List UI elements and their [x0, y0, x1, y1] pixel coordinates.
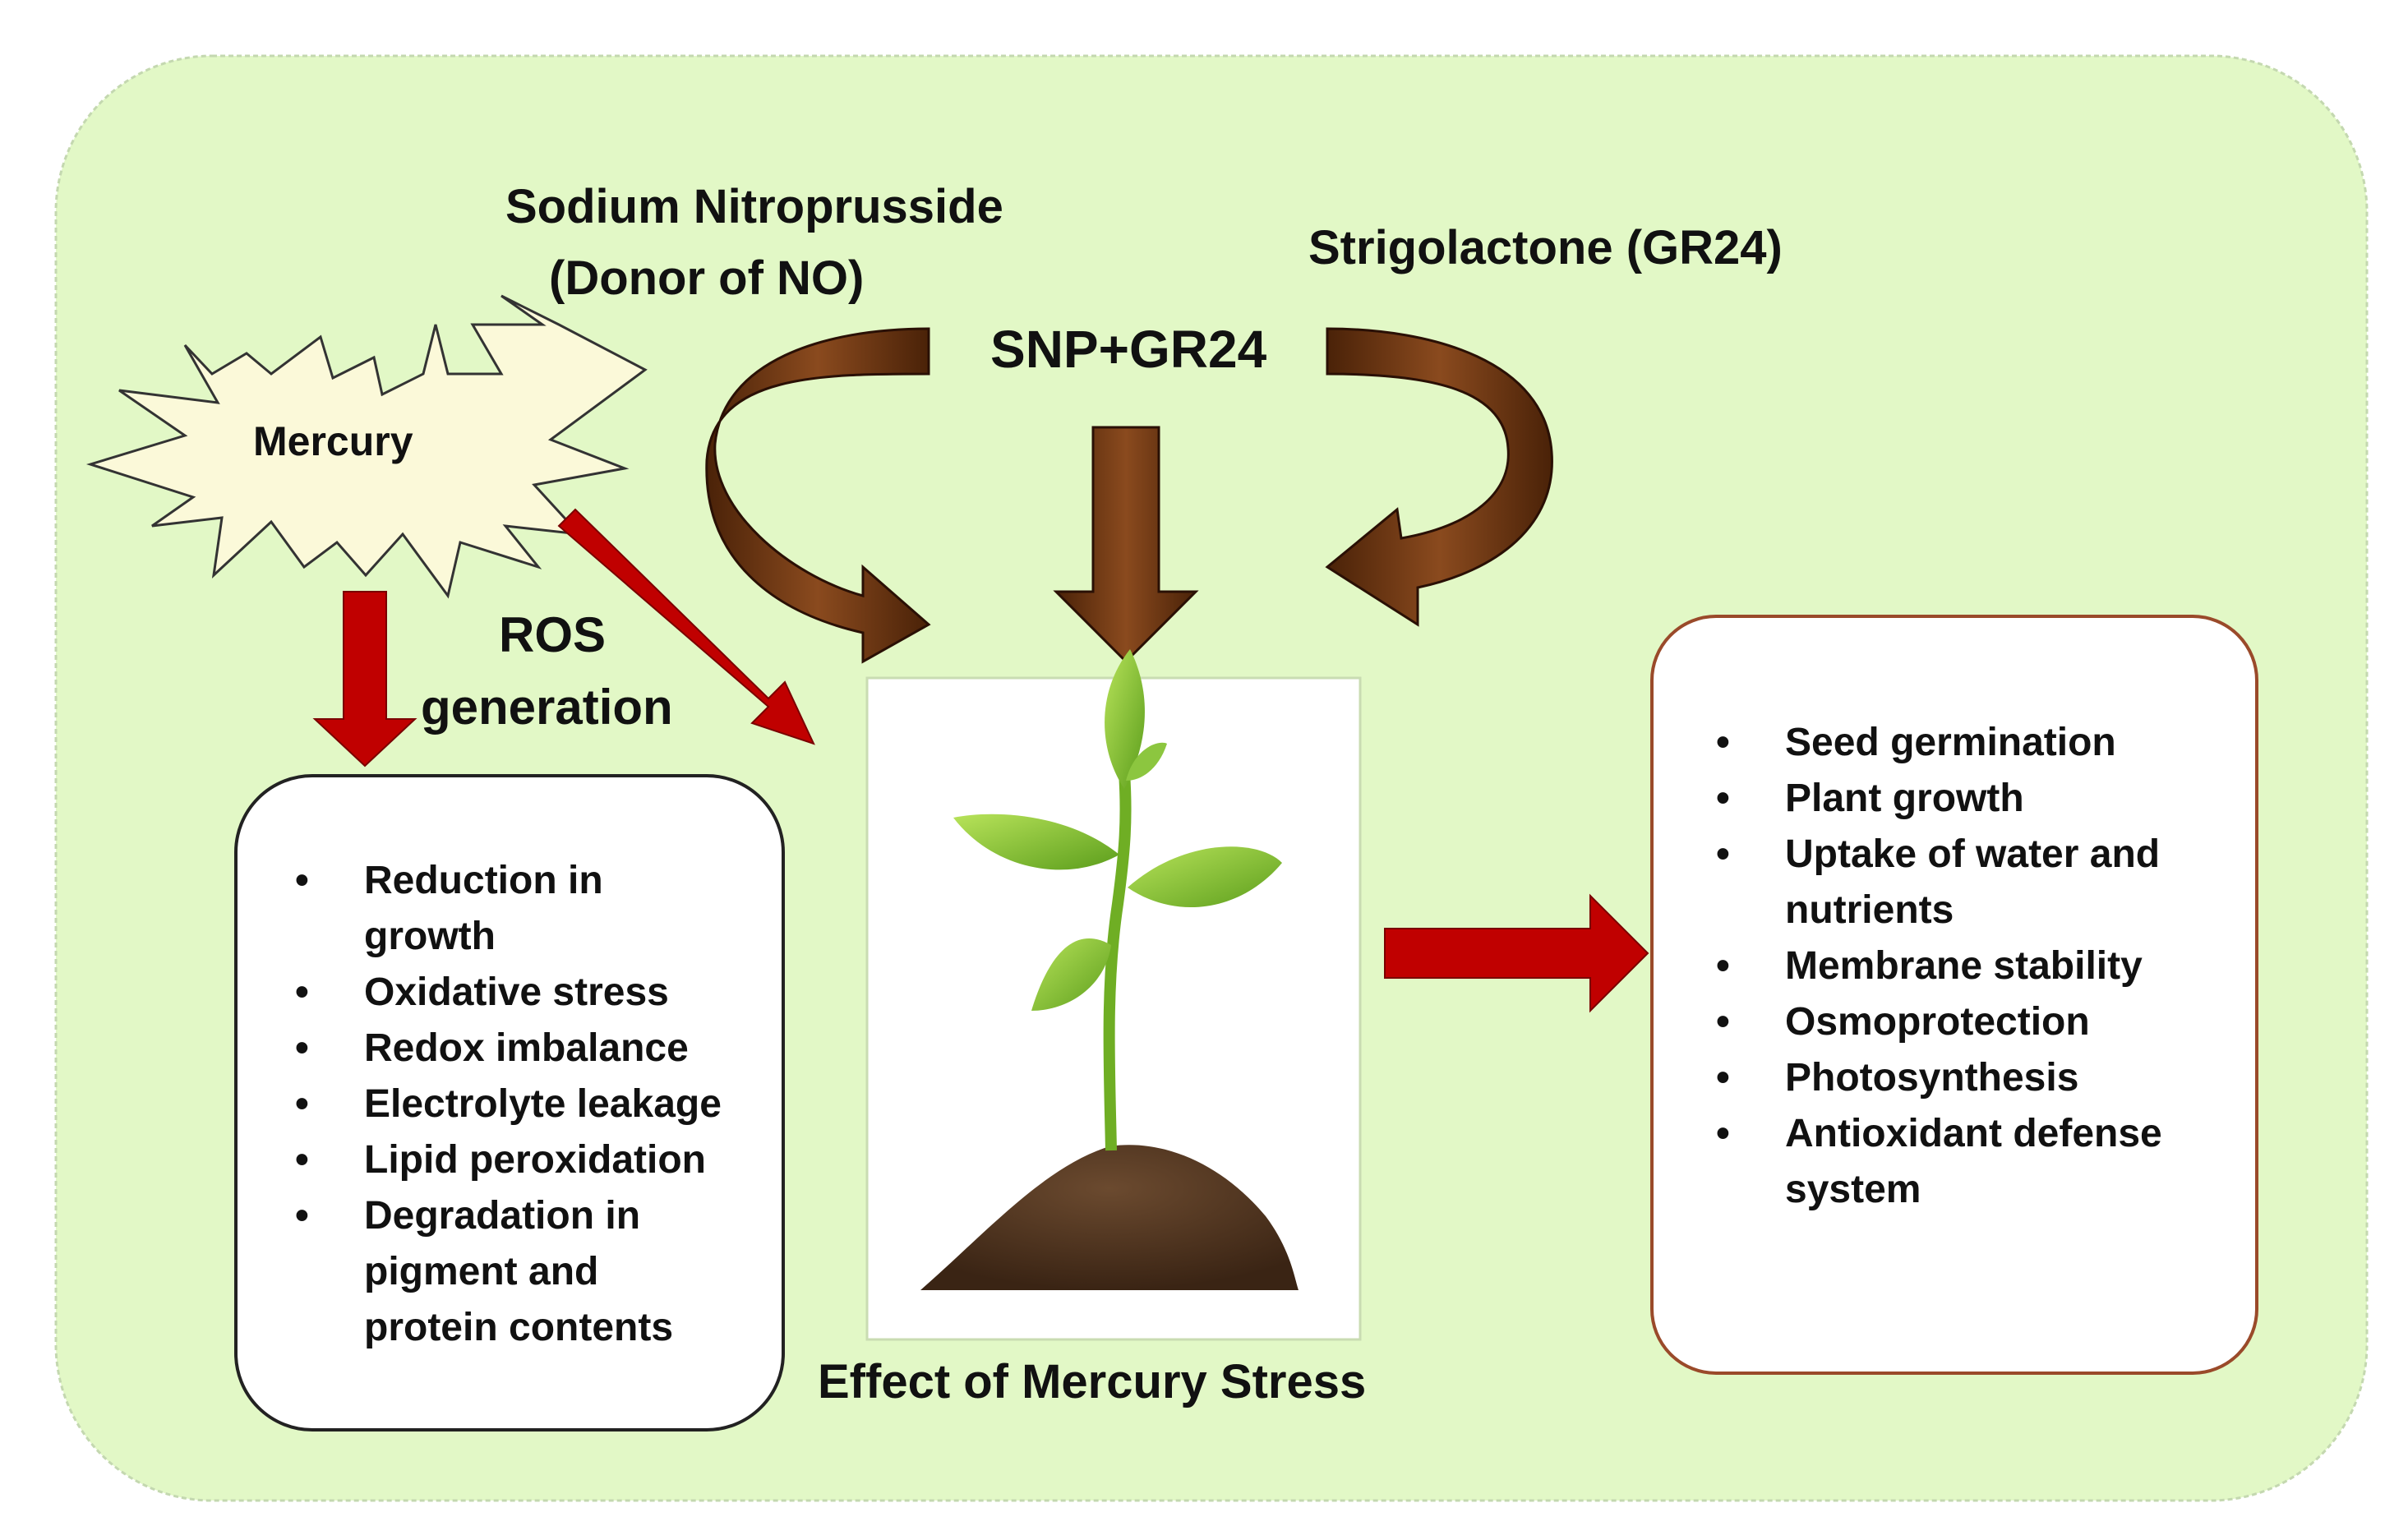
list-item-text: Uptake of water and — [1785, 832, 2161, 876]
list-item: • Electrolyte leakage — [295, 1076, 722, 1132]
list-item: • Redox imbalance — [295, 1021, 722, 1076]
bullet: • — [1716, 1000, 1730, 1044]
list-item: • Antioxidant defense — [1716, 1106, 2162, 1162]
list-item-text: Membrane stability — [1785, 944, 2143, 988]
mercury-star — [85, 294, 648, 599]
list-item: • Reduction in — [295, 853, 722, 909]
bullet: • — [1716, 1112, 1730, 1155]
negative-effects-box: • Reduction in growth • Oxidative stress •… — [234, 774, 785, 1431]
bullet: • — [295, 1194, 309, 1238]
list-item-text: nutrients — [1785, 888, 1954, 932]
bullet: • — [295, 1138, 309, 1182]
list-item: • Photosynthesis — [1716, 1050, 2162, 1106]
bullet: • — [295, 1082, 309, 1126]
ros-arrow — [557, 508, 815, 745]
bullet: • — [1716, 944, 1730, 988]
bullet: • — [295, 859, 309, 902]
list-item: • Uptake of water and — [1716, 827, 2162, 883]
list-item: • Oxidative stress — [295, 965, 722, 1021]
positive-effects-list: • Seed germination • Plant growth • Uptake … — [1716, 715, 2162, 1218]
list-item-text: Photosynthesis — [1785, 1056, 2079, 1100]
center-caption: Effect of Mercury Stress — [818, 1355, 1367, 1408]
list-item-text: system — [1785, 1168, 1921, 1211]
inducer-label: Sodium Nitroprusside — [505, 180, 1003, 233]
plant-stem — [1103, 772, 1132, 1151]
leaf-left-lower — [1031, 938, 1111, 1011]
leaf-left-upper — [953, 814, 1119, 870]
list-item-text: Seed germination — [1785, 721, 2116, 764]
list-item-text: growth — [364, 915, 496, 958]
soil-mound — [920, 1145, 1299, 1290]
list-item: pigment and — [364, 1244, 722, 1300]
list-item-text: pigment and — [364, 1250, 599, 1293]
list-item: growth — [364, 909, 722, 965]
negative-effects-list: • Reduction in growth • Oxidative stress •… — [295, 853, 722, 1356]
list-item: • Degradation in — [295, 1188, 722, 1244]
list-item-text: Lipid peroxidation — [364, 1138, 706, 1182]
list-item: • Osmoprotection — [1716, 994, 2162, 1050]
list-item: system — [1785, 1162, 2162, 1218]
mercury-label: Mercury — [253, 418, 413, 464]
list-item-text: Plant growth — [1785, 777, 2024, 820]
leaf-right-upper — [1105, 649, 1145, 789]
bullet: • — [295, 1026, 309, 1070]
bullet: • — [1716, 1056, 1730, 1100]
ros-label-line1: ROS — [499, 607, 607, 662]
list-item-text: Reduction in — [364, 859, 603, 902]
list-item-text: protein contents — [364, 1306, 674, 1349]
list-item: • Seed germination — [1716, 715, 2162, 771]
curved-arrow-left — [705, 327, 931, 664]
inducer-sublabel: (Donor of NO) — [549, 251, 865, 305]
bullet: • — [1716, 777, 1730, 820]
combo-down-arrow — [1053, 426, 1199, 664]
list-item-text: Oxidative stress — [364, 970, 669, 1014]
list-item-text: Electrolyte leakage — [364, 1082, 722, 1126]
list-item: • Plant growth — [1716, 771, 2162, 827]
ros-label-line2: generation — [421, 680, 673, 735]
list-item-text: Redox imbalance — [364, 1026, 689, 1070]
leaf-right-mid — [1128, 846, 1282, 907]
outcome-arrow — [1384, 893, 1649, 1013]
curved-arrow-right — [1325, 327, 1553, 627]
list-item-text: Osmoprotection — [1785, 1000, 2090, 1044]
bullet: • — [295, 970, 309, 1014]
bullet: • — [1716, 832, 1730, 876]
bullet: • — [1716, 721, 1730, 764]
positive-effects-box: • Seed germination • Plant growth • Uptake … — [1650, 615, 2258, 1375]
combo-label: SNP+GR24 — [990, 320, 1267, 379]
mercury-down-arrow — [312, 591, 417, 768]
list-item: • Lipid peroxidation — [295, 1132, 722, 1188]
list-item: protein contents — [364, 1300, 722, 1356]
list-item-text: Antioxidant defense — [1785, 1112, 2162, 1155]
leaf-bud — [1126, 742, 1167, 781]
list-item: • Membrane stability — [1716, 938, 2162, 994]
list-item: nutrients — [1785, 883, 2162, 938]
strigolactone-label: Strigolactone (GR24) — [1308, 221, 1783, 274]
list-item-text: Degradation in — [364, 1194, 641, 1238]
